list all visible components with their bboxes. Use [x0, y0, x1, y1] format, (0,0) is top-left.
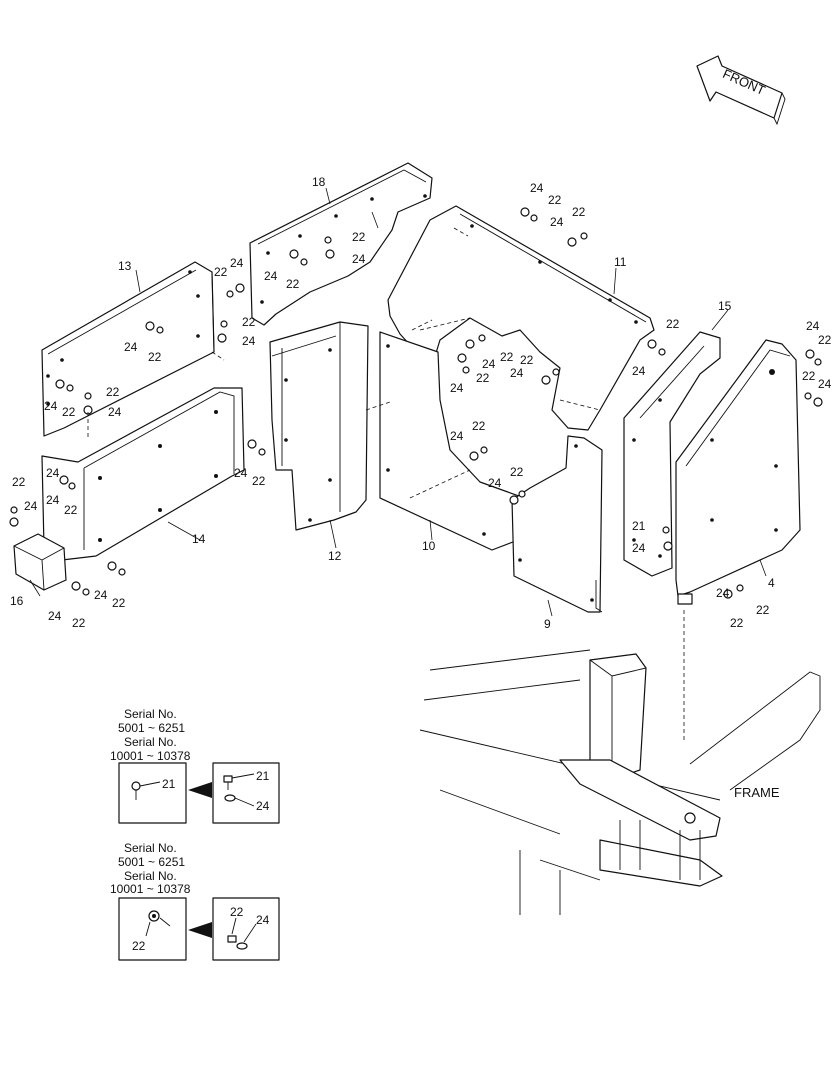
- callout-16: 16: [10, 594, 24, 608]
- callout-24: 24: [352, 252, 366, 266]
- callout-24: 24: [24, 499, 38, 513]
- part-13-upper-box: [41, 261, 215, 437]
- callout-24: 24: [230, 256, 244, 270]
- callout-22: 22: [476, 371, 490, 385]
- serial-note-2-before-22: 22: [132, 939, 146, 953]
- leader-lines: [29, 187, 767, 617]
- serial-note-1-after-24: 24: [256, 799, 270, 813]
- serial-note-2-line-2: 5001 ~ 6251: [118, 855, 185, 869]
- part-15-mid-panel: [623, 331, 721, 577]
- callout-4: 4: [768, 576, 775, 590]
- fasteners: [9, 207, 823, 599]
- callout-13: 13: [118, 259, 132, 273]
- part-11-upper-cover: [387, 205, 655, 431]
- callout-24: 24: [530, 181, 544, 195]
- serial-note-2-line-4: 10001 ~ 10378: [110, 882, 191, 896]
- callout-22: 22: [500, 350, 514, 364]
- callout-22: 22: [64, 503, 78, 517]
- serial-note-2: Serial No. 5001 ~ 6251 Serial No. 10001 …: [110, 841, 280, 961]
- part-4-side-cover: [675, 339, 801, 605]
- callout-22: 22: [12, 475, 26, 489]
- callout-24: 24: [44, 399, 58, 413]
- serial-note-1-line-2: 5001 ~ 6251: [118, 721, 185, 735]
- serial-note-2-line-3: Serial No.: [124, 869, 177, 883]
- callout-24: 24: [806, 319, 820, 333]
- callout-22: 22: [572, 205, 586, 219]
- callout-22: 22: [252, 474, 266, 488]
- callout-21: 21: [632, 519, 646, 533]
- callout-24: 24: [450, 429, 464, 443]
- callout-22: 22: [112, 596, 126, 610]
- callout-24: 24: [234, 466, 248, 480]
- part-callouts: 18 13 11 15 14 12 10 9 16 4 21 24 22 24 …: [10, 175, 832, 631]
- callout-24: 24: [482, 357, 496, 371]
- serial-note-1-line-1: Serial No.: [124, 707, 177, 721]
- callout-22: 22: [756, 603, 770, 617]
- callout-15: 15: [718, 299, 732, 313]
- callout-24: 24: [46, 493, 60, 507]
- callout-18: 18: [312, 175, 326, 189]
- callout-24: 24: [716, 586, 730, 600]
- replaced-by-arrow: [188, 922, 212, 938]
- part-18-upper-plate: [249, 162, 433, 326]
- callout-24: 24: [48, 609, 62, 623]
- front-direction-arrow: FRONT: [696, 55, 786, 126]
- callout-24: 24: [510, 366, 524, 380]
- callout-10: 10: [422, 539, 436, 553]
- callout-22: 22: [242, 315, 256, 329]
- frame-label: FRAME: [734, 785, 780, 800]
- part-12-vertical-bracket: [269, 321, 369, 531]
- callout-24: 24: [94, 588, 108, 602]
- callout-22: 22: [818, 333, 832, 347]
- callout-24: 24: [124, 340, 138, 354]
- callout-11: 11: [614, 255, 627, 269]
- callout-24: 24: [550, 215, 564, 229]
- callout-22: 22: [286, 277, 300, 291]
- callout-24: 24: [632, 364, 646, 378]
- callout-9: 9: [544, 617, 551, 631]
- serial-note-1: Serial No. 5001 ~ 6251 Serial No. 10001 …: [110, 707, 280, 824]
- callout-22: 22: [520, 353, 534, 367]
- callout-24: 24: [632, 541, 646, 555]
- serial-note-1-line-3: Serial No.: [124, 735, 177, 749]
- callout-22: 22: [148, 350, 162, 364]
- callout-24: 24: [108, 405, 122, 419]
- callout-12: 12: [328, 549, 342, 563]
- callout-24: 24: [264, 269, 278, 283]
- replaced-by-arrow: [188, 782, 212, 798]
- callout-24: 24: [46, 466, 60, 480]
- callout-24: 24: [488, 476, 502, 490]
- callout-24: 24: [242, 334, 256, 348]
- part-9-lower-cover: [511, 435, 603, 613]
- frame-assembly: FRAME: [419, 610, 821, 915]
- serial-note-1-after-21: 21: [256, 769, 270, 783]
- serial-note-1-before-21: 21: [162, 777, 176, 791]
- callout-22: 22: [802, 369, 816, 383]
- serial-note-2-after-22: 22: [230, 905, 244, 919]
- serial-note-2-line-1: Serial No.: [124, 841, 177, 855]
- callout-22: 22: [472, 419, 486, 433]
- callout-22: 22: [72, 616, 86, 630]
- callout-22: 22: [510, 465, 524, 479]
- callout-22: 22: [62, 405, 76, 419]
- callout-22: 22: [106, 385, 120, 399]
- callout-22: 22: [214, 265, 228, 279]
- part-16-block: [13, 533, 67, 591]
- callout-22: 22: [352, 230, 366, 244]
- callout-14: 14: [192, 532, 206, 546]
- callout-22: 22: [548, 193, 562, 207]
- callout-24: 24: [818, 377, 832, 391]
- callout-22: 22: [666, 317, 680, 331]
- callout-22: 22: [730, 616, 744, 630]
- callout-24: 24: [450, 381, 464, 395]
- serial-note-2-after-24: 24: [256, 913, 270, 927]
- serial-note-1-line-4: 10001 ~ 10378: [110, 749, 191, 763]
